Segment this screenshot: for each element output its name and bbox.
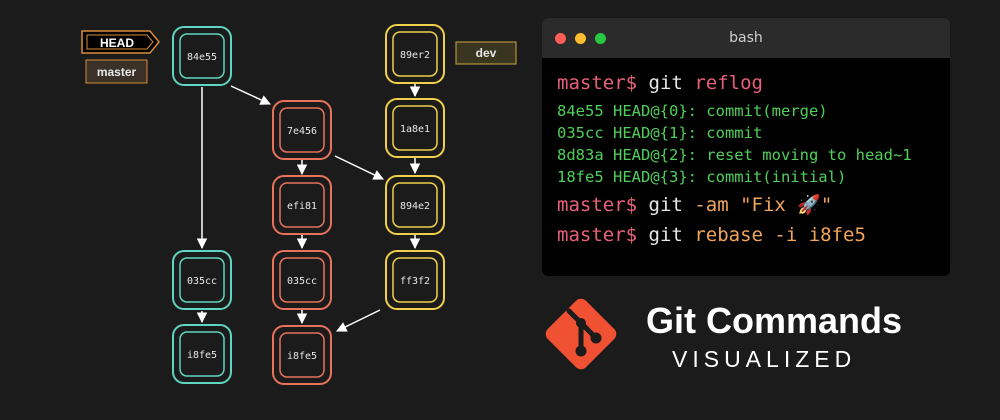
command-args: rebase -i i8fe5	[694, 224, 866, 246]
terminal-body: master$ git reflog 84e55 HEAD@{0}: commi…	[542, 58, 950, 248]
commit-node: 035cc	[172, 250, 232, 310]
edge-84e55-7e456	[230, 85, 271, 105]
command-name: git	[648, 224, 683, 246]
reflog-entry: 18fe5 HEAD@{3}: commit(initial)	[557, 168, 847, 186]
commit-node: 7e456	[272, 100, 332, 160]
commit-label: 1a8e1	[400, 124, 430, 135]
commit-node: ff3f2	[385, 250, 445, 310]
command-args: reflog	[694, 72, 763, 94]
graph-edges	[196, 83, 421, 332]
reflog-output: 84e55 HEAD@{0}: commit(merge) 035cc HEAD…	[557, 100, 950, 188]
command-line-reflog: master$ git reflog	[557, 70, 950, 96]
command-line-rebase: master$ git rebase -i i8fe5	[557, 222, 950, 248]
git-logo-icon	[545, 298, 617, 370]
commit-node: 1a8e1	[385, 98, 445, 158]
commit-graph: HEAD master dev 84e55 035cc i8fe5 7e456 …	[81, 24, 517, 385]
commit-node: 894e2	[385, 175, 445, 235]
edge-7e456-894e2	[334, 155, 384, 180]
shell-prompt: master$	[557, 224, 638, 246]
commit-node: 84e55	[172, 26, 232, 86]
master-label: master	[97, 65, 137, 79]
dev-label: dev	[476, 46, 497, 60]
shell-prompt: master$	[557, 194, 638, 216]
commit-node: efi81	[272, 175, 332, 235]
commit-label: 89er2	[400, 50, 430, 61]
commit-label: 7e456	[287, 126, 317, 137]
commit-label: 894e2	[400, 201, 430, 212]
brand-subtitle: VISUALIZED	[672, 346, 857, 372]
command-name: git	[648, 72, 683, 94]
commit-node: i8fe5	[172, 324, 232, 384]
command-line-commit: master$ git -am "Fix 🚀"	[557, 192, 950, 218]
commit-node: 89er2	[385, 24, 445, 84]
head-label: HEAD	[100, 36, 134, 50]
commit-node: i8fe5	[272, 325, 332, 385]
dev-ref: dev	[455, 41, 517, 65]
master-ref: master	[85, 59, 148, 84]
reflog-entry: 84e55 HEAD@{0}: commit(merge)	[557, 102, 828, 120]
commit-label: 035cc	[187, 276, 217, 287]
reflog-entry: 035cc HEAD@{1}: commit	[557, 124, 763, 142]
terminal-window: bash master$ git reflog 84e55 HEAD@{0}: …	[542, 18, 950, 276]
close-window-icon[interactable]	[555, 33, 566, 44]
reflog-entry: 8d83a HEAD@{2}: reset moving to head~1	[557, 146, 912, 164]
edge-ff3f2-i8fe5	[336, 309, 381, 332]
commit-label: 84e55	[187, 52, 217, 63]
terminal-title: bash	[729, 30, 763, 46]
commit-label: efi81	[287, 201, 317, 212]
commit-node: 035cc	[272, 250, 332, 310]
commit-label: i8fe5	[187, 350, 217, 361]
command-args: -am "Fix 🚀"	[694, 194, 833, 216]
terminal-title-bar: bash	[542, 18, 950, 58]
brand-title: Git Commands	[646, 300, 903, 341]
commit-label: i8fe5	[287, 351, 317, 362]
minimize-window-icon[interactable]	[575, 33, 586, 44]
commit-label: ff3f2	[400, 276, 430, 287]
maximize-window-icon[interactable]	[595, 33, 606, 44]
head-ref: HEAD	[81, 30, 160, 54]
command-name: git	[648, 194, 683, 216]
shell-prompt: master$	[557, 72, 638, 94]
commit-label: 035cc	[287, 276, 317, 287]
